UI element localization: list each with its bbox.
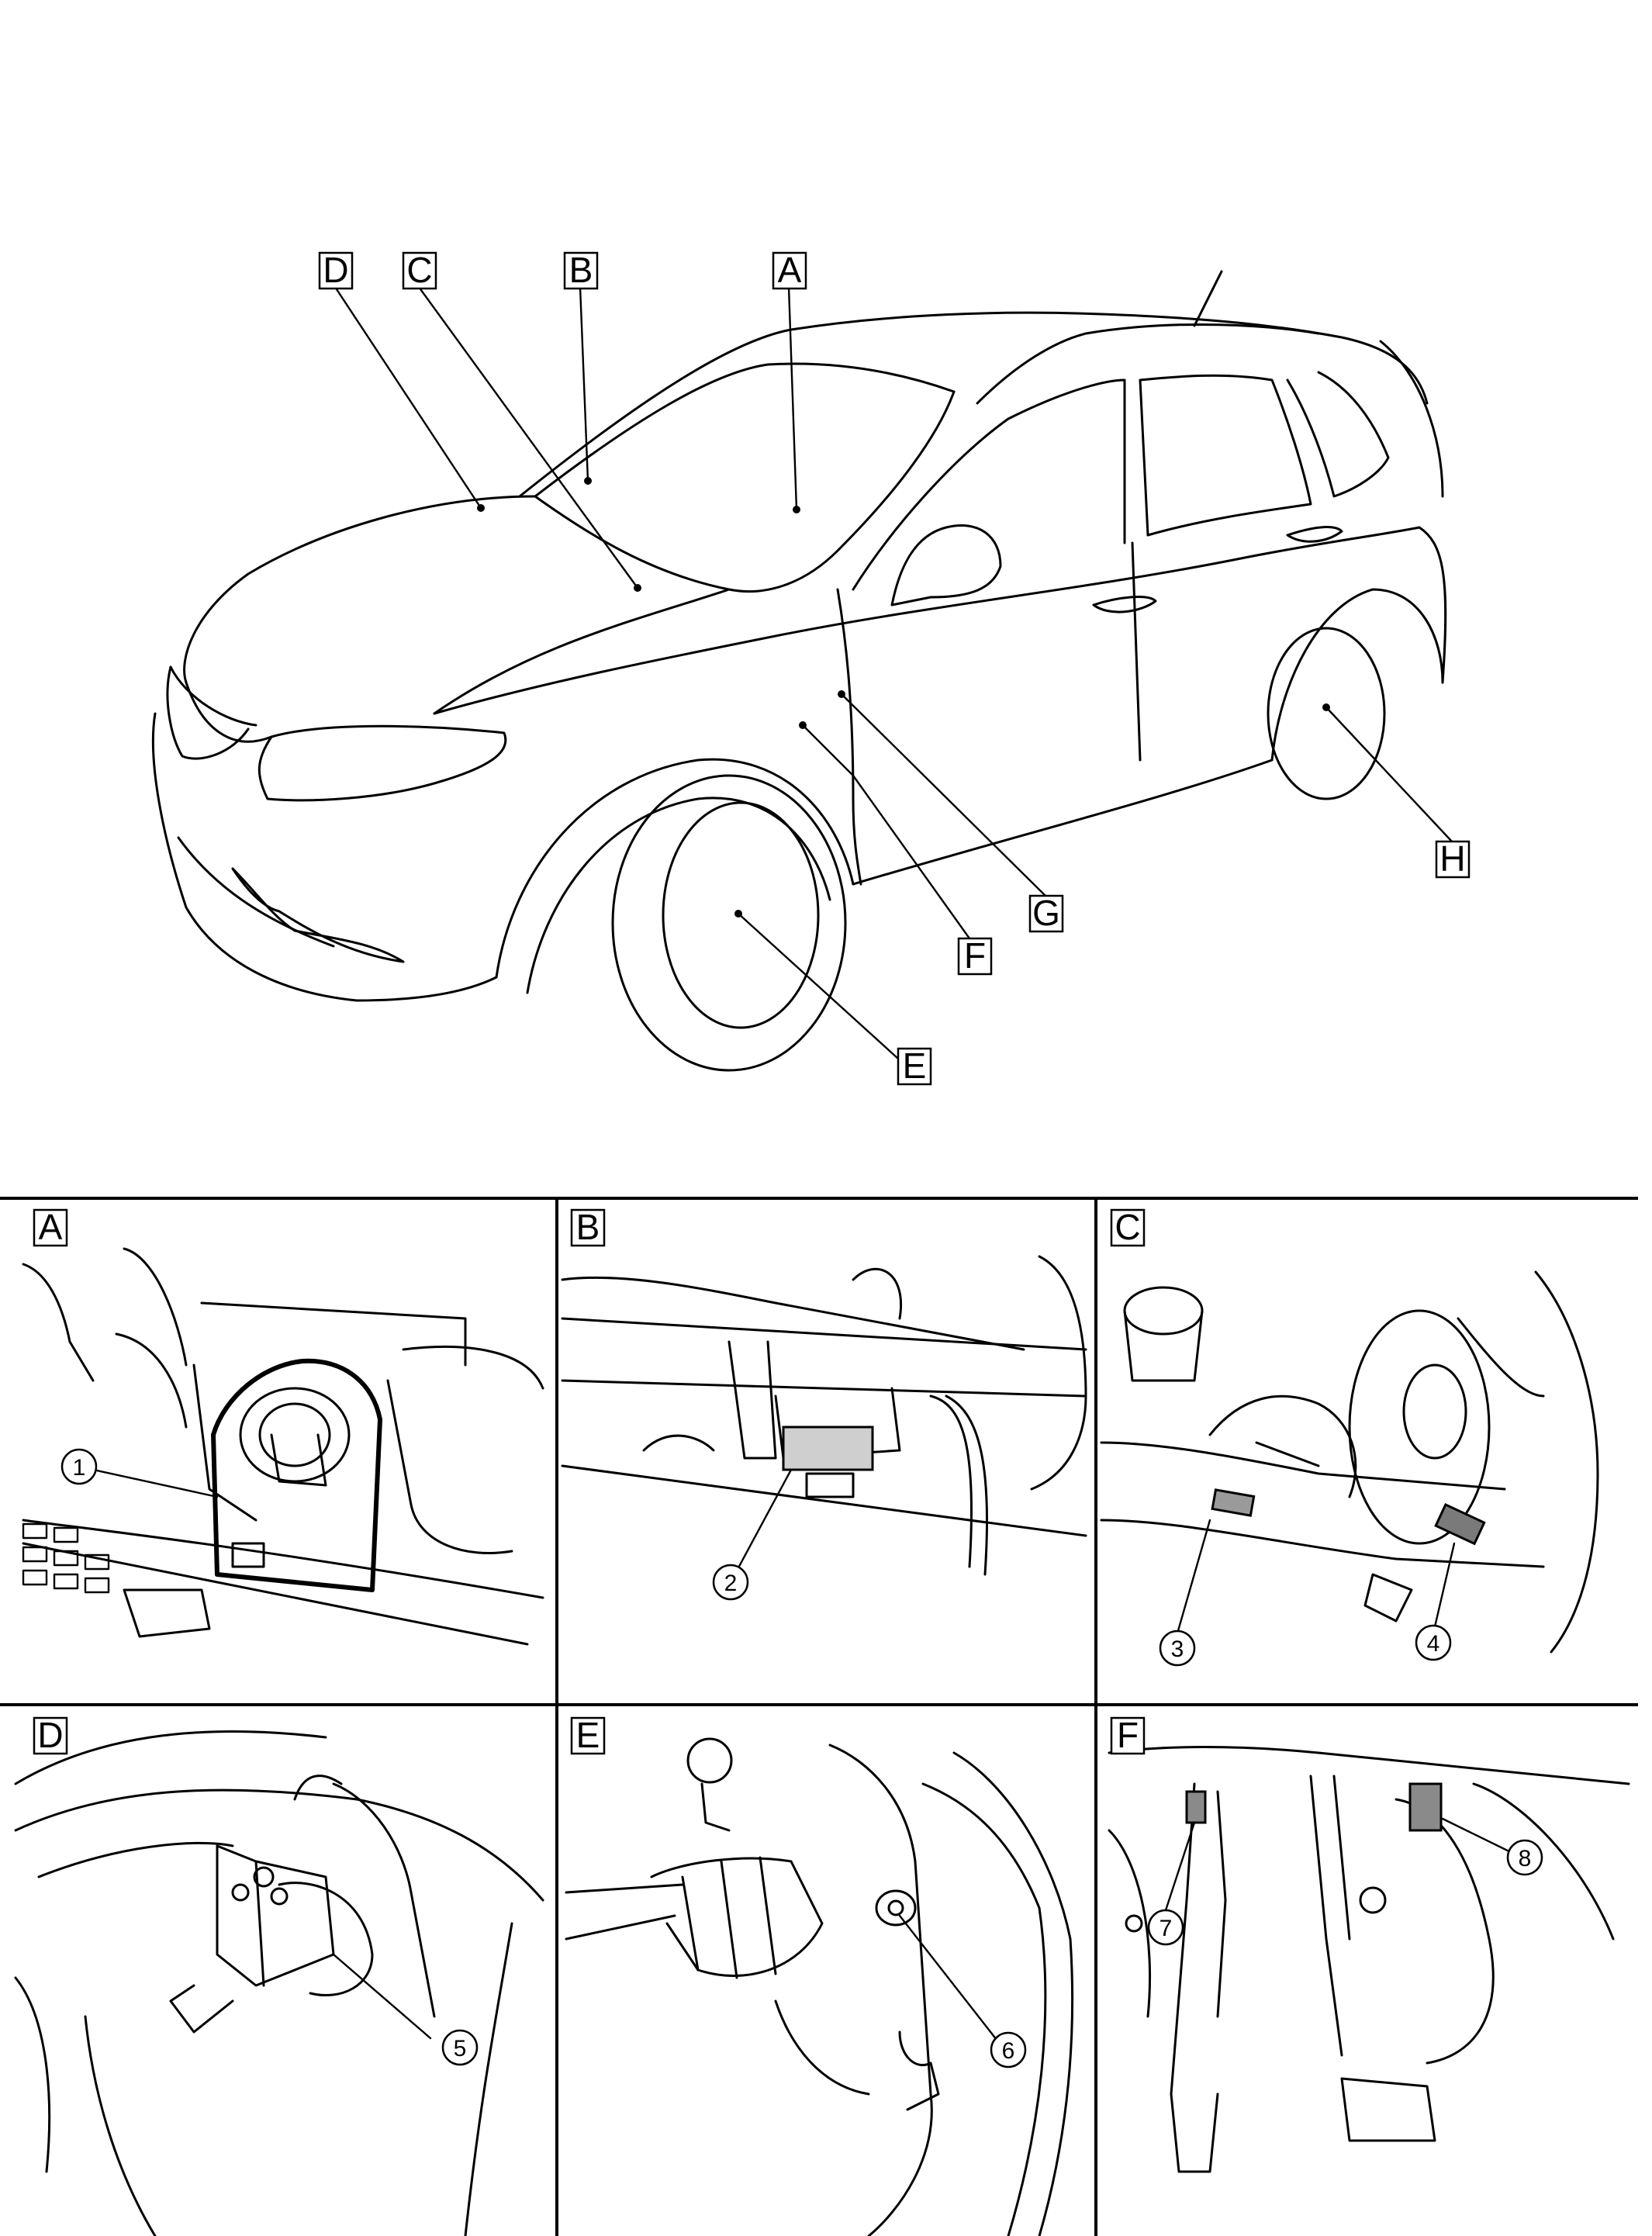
panel-d-letter-text: D bbox=[37, 1715, 63, 1755]
callout-6: 6 bbox=[990, 2031, 1027, 2068]
callout-5: 5 bbox=[441, 2029, 479, 2066]
panel-a bbox=[22, 1247, 544, 1646]
overview-label-d-text: D bbox=[323, 250, 348, 290]
panel-e bbox=[565, 1737, 1074, 2236]
numbered-callouts: 1 2 3 4 5 6 7 8 bbox=[60, 1448, 1543, 2068]
overview-label-b: B bbox=[563, 250, 599, 290]
callout-5-text: 5 bbox=[454, 2036, 467, 2061]
panel-a-letter-text: A bbox=[39, 1207, 63, 1247]
overview-label-a-text: A bbox=[778, 250, 802, 290]
leader-lines bbox=[334, 285, 1453, 1060]
panel-b-letter-text: B bbox=[576, 1207, 600, 1247]
callout-1: 1 bbox=[60, 1448, 98, 1485]
overview-label-f-text: F bbox=[964, 935, 986, 976]
overview-label-d: D bbox=[318, 250, 354, 290]
panel-b-letter: B bbox=[570, 1207, 606, 1247]
callout-4: 4 bbox=[1415, 1624, 1452, 1661]
callout-3-text: 3 bbox=[1171, 1636, 1184, 1662]
callout-8-text: 8 bbox=[1519, 1846, 1532, 1871]
overview-label-c: C bbox=[402, 250, 437, 290]
overview-label-h-text: H bbox=[1439, 838, 1465, 879]
overview-label-e: E bbox=[897, 1045, 932, 1086]
overview-labels: A B C D E F G H bbox=[318, 250, 1471, 1086]
detail-grid bbox=[0, 1197, 1638, 2236]
callout-7: 7 bbox=[1147, 1909, 1184, 1946]
callout-2: 2 bbox=[712, 1564, 749, 1601]
panel-f-letter: F bbox=[1110, 1715, 1146, 1755]
panel-b bbox=[561, 1255, 1087, 1584]
panel-c-letter-text: C bbox=[1115, 1207, 1140, 1247]
connector-7-shape bbox=[1185, 1790, 1207, 1824]
callout-1-text: 1 bbox=[73, 1455, 86, 1481]
connector-4-shape bbox=[1434, 1503, 1486, 1546]
panel-letter-boxes: A B C D E F bbox=[33, 1207, 1146, 1755]
panel-e-letter-text: E bbox=[576, 1715, 600, 1755]
overview-label-g: G bbox=[1028, 893, 1064, 933]
panel-a-letter: A bbox=[33, 1207, 68, 1247]
panel-d-letter: D bbox=[33, 1715, 68, 1755]
connector-3-shape bbox=[1211, 1488, 1256, 1517]
panel-c bbox=[1100, 1270, 1599, 1654]
module-connector bbox=[782, 1426, 874, 1471]
callout-6-text: 6 bbox=[1002, 2038, 1015, 2064]
overview-label-a: A bbox=[772, 250, 807, 290]
overview-label-c-text: C bbox=[406, 250, 432, 290]
callout-4-text: 4 bbox=[1427, 1631, 1440, 1657]
overview-label-f: F bbox=[957, 935, 993, 976]
callout-7-text: 7 bbox=[1160, 1916, 1173, 1941]
panel-f bbox=[1108, 1746, 1630, 2173]
connector-8-shape bbox=[1408, 1782, 1443, 1832]
panel-d bbox=[14, 1730, 544, 2236]
vehicle-overview bbox=[151, 270, 1447, 1072]
callout-2-text: 2 bbox=[724, 1571, 738, 1596]
callout-3: 3 bbox=[1159, 1629, 1196, 1667]
overview-label-e-text: E bbox=[903, 1045, 927, 1086]
panel-c-letter: C bbox=[1110, 1207, 1146, 1247]
overview-label-g-text: G bbox=[1032, 893, 1060, 933]
overview-label-h: H bbox=[1435, 838, 1471, 879]
callout-8: 8 bbox=[1506, 1839, 1543, 1876]
panel-f-letter-text: F bbox=[1117, 1715, 1139, 1755]
overview-label-b-text: B bbox=[569, 250, 593, 290]
panel-e-letter: E bbox=[570, 1715, 606, 1755]
